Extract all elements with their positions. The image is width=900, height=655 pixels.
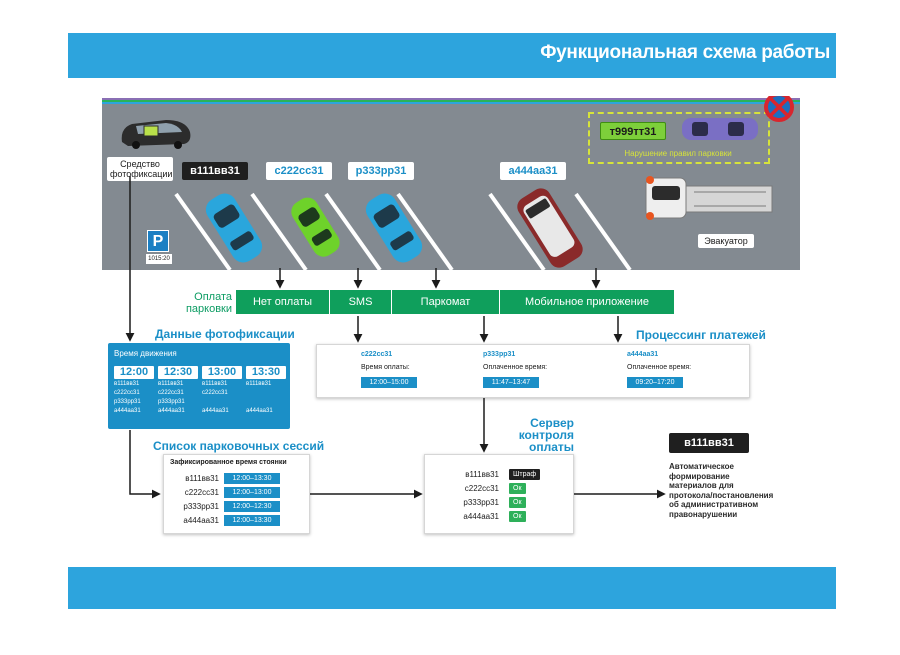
session-row: а444аа31 12:00–13:30	[164, 515, 304, 527]
car-1-icon	[205, 193, 263, 263]
sessions-title: Список парковочных сессий	[153, 439, 325, 453]
violating-car-icon	[682, 118, 758, 140]
car-2-icon	[291, 197, 340, 257]
payment-terminal: Паркомат	[392, 290, 500, 314]
payment-label: Оплата парковки	[185, 291, 232, 315]
violation-zone	[588, 112, 770, 164]
header-band: Функциональная схема работы	[68, 33, 836, 78]
photo-column-4: 13:30 в111вв31 а444аа31	[246, 366, 286, 415]
parking-lot-illustration: Средство фотофиксации P 1015:20 в111вв31…	[102, 96, 800, 270]
server-row: а444аа31 Ок	[425, 511, 575, 523]
car-plate-1: в111вв31	[182, 162, 248, 180]
violation-plate: т999тт31	[600, 122, 666, 140]
parking-sign-plate: 1015:20	[146, 254, 172, 264]
sessions-subtitle: Зафиксированное время стоянки	[170, 459, 287, 466]
camera-caption: Средство фотофиксации	[107, 157, 173, 181]
tow-truck-icon	[645, 176, 773, 220]
processing-entry-1: с222сс31 Время оплаты: 12:00–15:00	[361, 351, 471, 389]
status-badge: Штраф	[509, 469, 541, 480]
processing-entry-3: а444аа31 Оплаченное время: 09:20–17:20	[627, 351, 692, 388]
processing-card: с222сс31 Время оплаты: 12:00–15:00 р333р…	[316, 344, 750, 398]
photo-data-panel: Время движения 12:00 в111вв31 с222сс31 р…	[108, 343, 290, 429]
footer-band	[68, 567, 836, 609]
car-plate-3: р333рр31	[348, 162, 414, 180]
violation-caption: Нарушение правил парковки	[624, 149, 732, 158]
no-stopping-sign-icon	[764, 96, 794, 122]
result-plate: в111вв31	[669, 433, 749, 453]
page-title: Функциональная схема работы	[540, 42, 830, 63]
tow-truck-caption: Эвакуатор	[698, 234, 754, 248]
payment-methods-bar: Нет оплаты SMS Паркомат Мобильное прилож…	[236, 290, 674, 314]
car-plate-2: с222сс31	[266, 162, 332, 180]
server-row: в111вв31 Штраф	[425, 469, 575, 481]
payment-sms: SMS	[330, 290, 392, 314]
server-row: с222сс31 Ок	[425, 483, 575, 495]
lot-edge-stripes	[102, 96, 800, 106]
server-row: р333рр31 Ок	[425, 497, 575, 509]
sessions-card: Зафиксированное время стоянки в111вв31 1…	[163, 454, 310, 534]
server-title: Сервер контроля оплаты	[518, 416, 574, 454]
photo-column-2: 12:30 в111вв31 с222сс31 р333рр31 а444аа3…	[158, 366, 198, 415]
car-4-icon	[517, 188, 583, 268]
result-description: Автоматическое формирование материалов д…	[669, 462, 774, 519]
session-row: в111вв31 12:00–13:30	[164, 473, 304, 485]
parking-lines	[174, 192, 632, 270]
session-row: с222сс31 12:00–13:00	[164, 487, 304, 499]
server-card: в111вв31 Штраф с222сс31 Ок р333рр31 Ок а…	[424, 454, 574, 534]
photo-column-1: 12:00 в111вв31 с222сс31 р333рр31 а444аа3…	[114, 366, 154, 415]
status-badge: Ок	[509, 497, 526, 508]
status-badge: Ок	[509, 511, 526, 522]
photo-data-title: Данные фотофиксации	[155, 327, 295, 341]
processing-entry-2: р333рр31 Оплаченное время: 11:47–13:47	[483, 351, 548, 388]
processing-title: Процессинг платежей	[636, 328, 766, 342]
car-3-icon	[365, 193, 423, 263]
photo-data-subtitle: Время движения	[114, 349, 177, 358]
parking-sign-icon: P	[147, 230, 169, 252]
car-plate-4: а444аа31	[500, 162, 566, 180]
session-row: р333рр31 12:00–12:30	[164, 501, 304, 513]
photo-column-3: 13:00 в111вв31 с222сс31 а444аа31	[202, 366, 242, 415]
camera-car-icon	[121, 120, 191, 149]
payment-none: Нет оплаты	[236, 290, 330, 314]
payment-mobile-app: Мобильное приложение	[525, 296, 649, 308]
status-badge: Ок	[509, 483, 526, 494]
